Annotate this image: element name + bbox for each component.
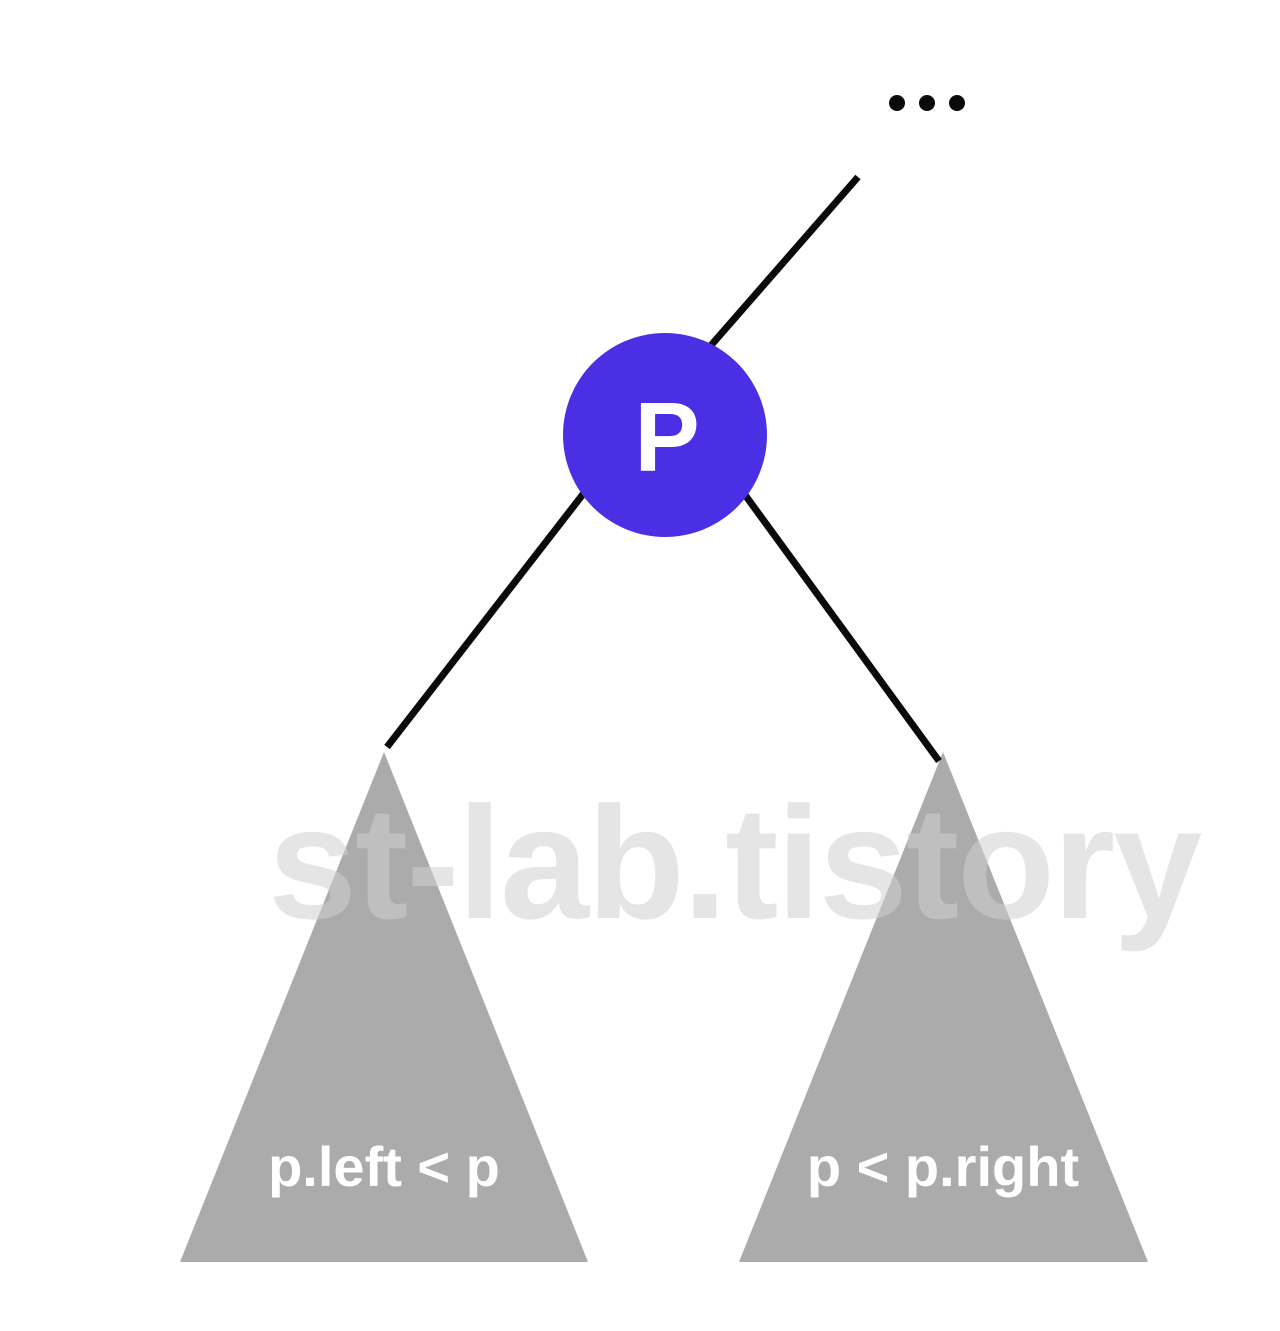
node-p-circle	[563, 333, 767, 537]
left-subtree-label: p.left < p	[268, 1135, 500, 1198]
right-subtree-label: p < p.right	[807, 1135, 1079, 1198]
ellipsis-icon	[889, 95, 965, 111]
right-subtree-triangle	[739, 752, 1148, 1262]
node-p-label: P	[634, 382, 699, 492]
watermark: st-lab.tistory	[268, 773, 1202, 952]
left-subtree-triangle	[180, 752, 588, 1262]
